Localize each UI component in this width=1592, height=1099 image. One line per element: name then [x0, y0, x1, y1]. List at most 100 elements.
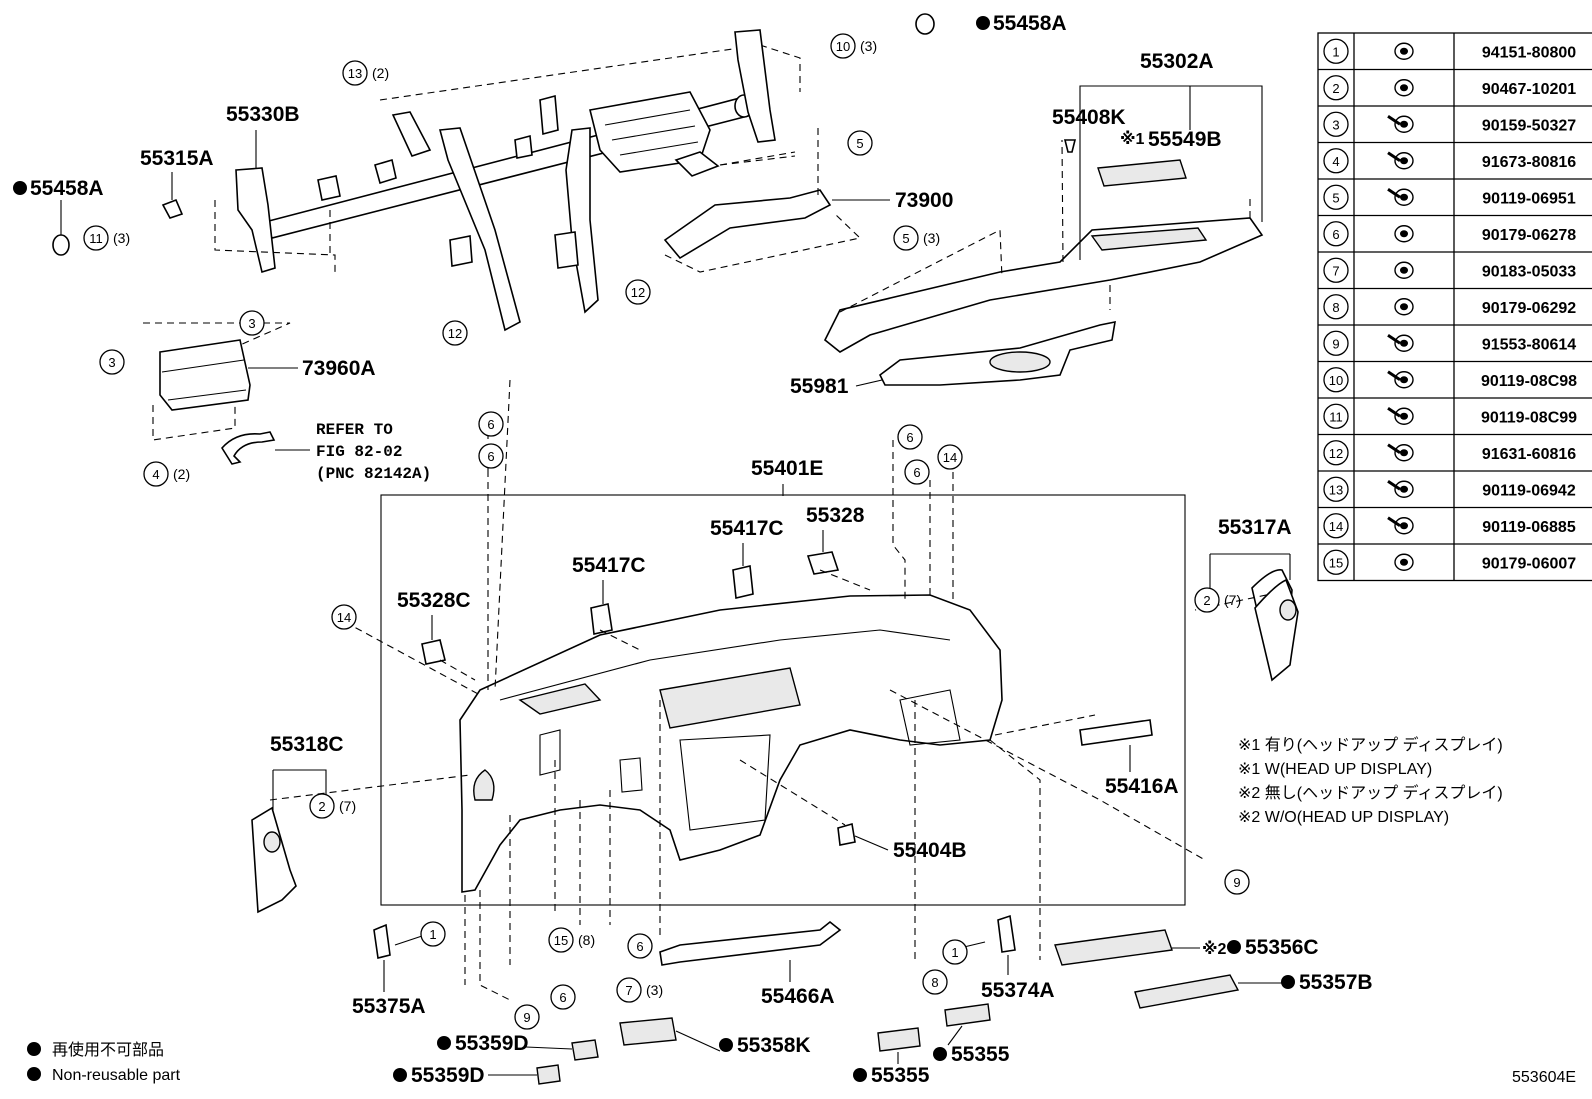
- fastener-number: 4: [1332, 154, 1339, 169]
- note-4: ※2 W/O(HEAD UP DISPLAY): [1238, 809, 1449, 826]
- fastener-number: 5: [1332, 190, 1339, 205]
- marker-9b: 9: [514, 1004, 540, 1030]
- callout-55355-b: 55355: [871, 1064, 930, 1087]
- fastener-icon: [1387, 370, 1414, 389]
- callout-55318C: 55318C: [270, 733, 344, 756]
- callout-55374A: 55374A: [981, 979, 1055, 1002]
- marker-14b: 14: [331, 604, 357, 630]
- airbag-73960A: [143, 322, 291, 465]
- fastener-part-number: 91673-80816: [1482, 154, 1576, 171]
- marker-10: 10(3): [830, 33, 877, 59]
- fastener-number-circle: [1323, 549, 1349, 575]
- fastener-icon: [1394, 79, 1414, 97]
- panel-55981: [878, 320, 1116, 386]
- svg-text:14: 14: [337, 610, 351, 625]
- marker-9a: 9: [1224, 869, 1250, 895]
- note-1: ※1 有り(ヘッドアップ ディスプレイ): [1238, 735, 1503, 754]
- callout-55408K: 55408K: [1052, 106, 1126, 129]
- svg-text:(7): (7): [339, 798, 356, 814]
- marker-3a: 3: [239, 310, 265, 336]
- callout-55404B: 55404B: [893, 839, 967, 862]
- svg-text:2: 2: [318, 799, 325, 814]
- notes: ※1 有り(ヘッドアップ ディスプレイ) ※1 W(HEAD UP DISPLA…: [1238, 735, 1503, 826]
- svg-text:(7): (7): [1224, 592, 1241, 608]
- callout-73960A: 73960A: [302, 357, 376, 380]
- callout-55317A: 55317A: [1218, 516, 1292, 539]
- fastener-icon: [1387, 188, 1414, 206]
- refer-note: REFER TO FIG 82-02 (PNC 82142A): [275, 421, 431, 483]
- fastener-markers: 13(2) 10(3) 5 11(3) 5(3) 12 12 3 3 4(2) …: [83, 33, 1250, 1030]
- svg-text:1: 1: [429, 927, 436, 942]
- fastener-number-circle: [1323, 38, 1349, 64]
- fastener-icon: [1387, 151, 1414, 170]
- fastener-number-circle: [1323, 257, 1349, 283]
- fastener-row: 15 90179-06007: [1318, 543, 1592, 575]
- svg-text:5: 5: [856, 136, 863, 151]
- callout-55417C-b: 55417C: [572, 554, 646, 577]
- svg-text:(3): (3): [113, 230, 130, 246]
- svg-text:3: 3: [108, 355, 115, 370]
- svg-text:8: 8: [931, 975, 938, 990]
- fastener-number-circle: [1323, 440, 1349, 466]
- marker-5a: 5: [847, 130, 873, 156]
- fastener-part-number: 90179-06278: [1482, 227, 1576, 244]
- fastener-number: 3: [1332, 117, 1339, 132]
- callout-55302A: 55302A: [1140, 50, 1214, 73]
- marker-13: 13(2): [342, 60, 389, 86]
- callout-55356C: 55356C: [1245, 936, 1319, 959]
- leader-lines: [269, 379, 1291, 1001]
- callout-55355-a: 55355: [951, 1043, 1010, 1066]
- fastener-part-number: 90179-06007: [1482, 555, 1576, 572]
- fastener-number-circle: [1323, 75, 1349, 101]
- reinforcement-assembly: [214, 29, 801, 332]
- callout-55466A: 55466A: [761, 985, 835, 1008]
- svg-text:15: 15: [554, 933, 568, 948]
- fastener-number: 10: [1329, 373, 1343, 388]
- svg-text:(3): (3): [923, 230, 940, 246]
- marker-2b: 2 (7): [309, 793, 356, 819]
- svg-text:12: 12: [631, 285, 645, 300]
- fastener-part-number: 90467-10201: [1482, 81, 1576, 98]
- marker-2a: 2(7): [1194, 587, 1241, 613]
- marker-6b: 6: [478, 443, 504, 469]
- marker-6f: 6: [550, 984, 576, 1010]
- fastener-icon: [1387, 334, 1414, 352]
- fastener-number: 15: [1329, 555, 1343, 570]
- callout-55358K: 55358K: [737, 1034, 811, 1057]
- marker-14a: 14: [937, 444, 963, 470]
- fastener-number: 12: [1329, 446, 1343, 461]
- fastener-part-number: 90179-06292: [1482, 300, 1576, 317]
- svg-text:10: 10: [836, 39, 850, 54]
- fastener-part-number: 90119-06885: [1482, 519, 1576, 536]
- fastener-part-number: 91553-80614: [1482, 336, 1576, 353]
- fastener-part-number: 90119-08C99: [1481, 409, 1577, 426]
- svg-text:FIG 82-02: FIG 82-02: [316, 443, 402, 461]
- fastener-part-number: 90159-50327: [1482, 117, 1576, 134]
- callout-55458A-left: 55458A: [30, 177, 104, 200]
- legend: 再使用不可部品 Non-reusable part: [27, 1041, 181, 1084]
- callout-55357B: 55357B: [1299, 971, 1373, 994]
- fastener-part-number: 90119-06951: [1482, 190, 1576, 207]
- svg-text:6: 6: [906, 430, 913, 445]
- svg-text:5: 5: [902, 231, 909, 246]
- marker-7: 7(3): [616, 977, 663, 1003]
- marker-12a: 12: [625, 279, 651, 305]
- callout-55356C-mark: ※2: [1202, 940, 1227, 958]
- fastener-icon: [1387, 516, 1414, 535]
- marker-5b: 5 (3): [893, 225, 940, 251]
- callout-55549B: 55549B: [1148, 128, 1222, 151]
- callout-55359D-b: 55359D: [411, 1064, 485, 1087]
- fastener-part-number: 91631-60816: [1482, 446, 1576, 463]
- fastener-part-number: 90183-05033: [1482, 263, 1576, 280]
- svg-text:(2): (2): [372, 65, 389, 81]
- fastener-number: 14: [1329, 519, 1343, 534]
- svg-text:12: 12: [448, 326, 462, 341]
